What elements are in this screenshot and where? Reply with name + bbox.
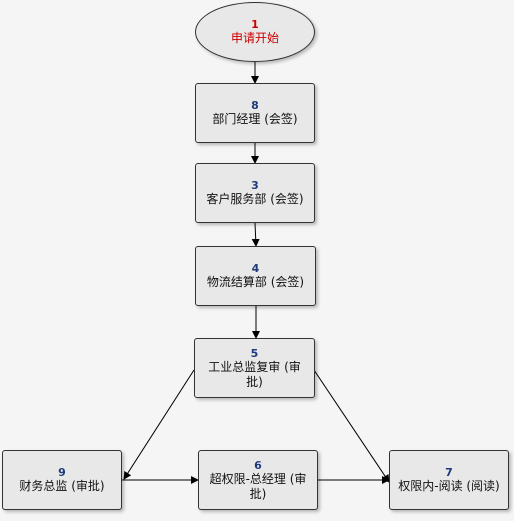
node-number: 7 — [445, 466, 453, 479]
node-number: 6 — [254, 458, 262, 472]
node-number: 5 — [250, 346, 259, 360]
node-number: 1 — [251, 18, 259, 31]
node-label: 客户服务部 (会签) — [206, 192, 304, 206]
node-label: 财务总监 (审批) — [19, 479, 105, 493]
node-label: 权限内-阅读 (阅读) — [398, 479, 500, 493]
node-label: 物流结算部 (会签) — [206, 275, 305, 289]
node-label: 申请开始 — [230, 31, 279, 45]
node-6-general-manager[interactable]: 6 超权限-总经理 (审批) — [198, 450, 318, 510]
node-9-finance-director[interactable]: 9 财务总监 (审批) — [2, 450, 122, 510]
edge-3-4 — [251, 222, 260, 247]
node-1-apply-start[interactable]: 1 申请开始 — [195, 2, 315, 62]
node-number: 3 — [251, 179, 259, 192]
node-5-industry-director[interactable]: 5 工业总监复审 (审批) — [194, 338, 315, 398]
node-8-dept-manager[interactable]: 8 部门经理 (会签) — [195, 83, 315, 143]
node-number: 8 — [251, 99, 259, 112]
node-label: 部门经理 (会签) — [212, 112, 298, 126]
node-number: 9 — [58, 466, 66, 479]
node-number: 4 — [251, 262, 260, 275]
node-label: 超权限-总经理 (审批) — [209, 471, 307, 501]
edge-5-9 — [123, 369, 195, 480]
node-4-logistics-settlement[interactable]: 4 物流结算部 (会签) — [195, 246, 316, 306]
node-7-read-within-authority[interactable]: 7 权限内-阅读 (阅读) — [389, 450, 509, 510]
node-label: 工业总监复审 (审批) — [208, 359, 301, 389]
edge-5-7 — [313, 369, 390, 483]
node-3-customer-service[interactable]: 3 客户服务部 (会签) — [195, 163, 315, 223]
